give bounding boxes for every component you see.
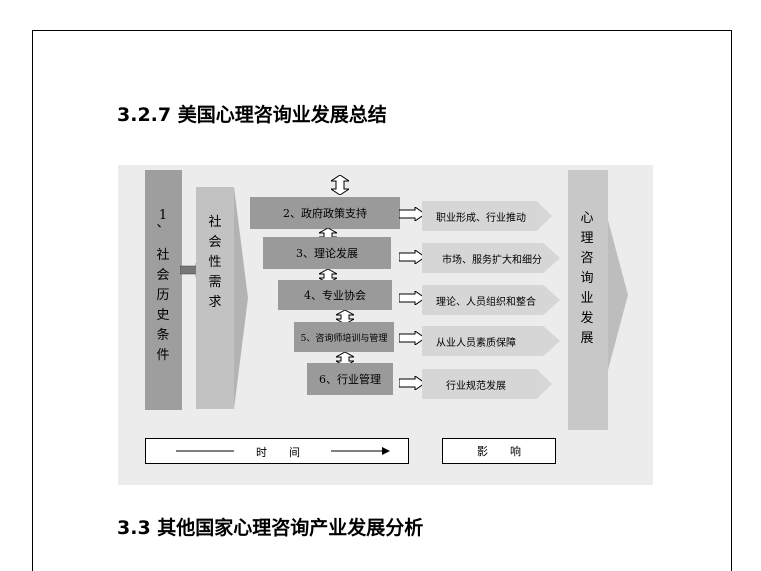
double-arrow-icon <box>336 310 354 324</box>
right-col-char-6: 展 <box>580 331 594 346</box>
social-history-column: 1 、 社 会 历 史 条 件 <box>145 170 182 410</box>
right-arrow-icon <box>399 331 425 345</box>
right-col-char-4: 业 <box>580 291 594 306</box>
right-arrow-icon <box>399 291 425 305</box>
double-arrow-icon <box>319 269 337 283</box>
influence-label: 影 响 <box>477 445 521 458</box>
left-col-char-6: 条 <box>156 328 170 343</box>
right-col-char-5: 发 <box>580 311 594 326</box>
demand-col-char-3: 需 <box>208 275 222 290</box>
social-demand-column: 社 会 性 需 求 <box>196 187 234 409</box>
influence-box: 影 响 <box>442 438 556 464</box>
right-col-char-1: 理 <box>580 231 594 246</box>
demand-arrow-head-icon <box>234 187 248 409</box>
time-box: 时 间 <box>145 438 409 464</box>
left-col-char-4: 历 <box>156 288 170 303</box>
left-col-char-5: 史 <box>156 308 170 323</box>
effect-arrow-1: 职业形成、行业推动 <box>422 201 552 231</box>
right-col-char-3: 询 <box>580 271 594 286</box>
right-arrow-icon <box>399 207 425 221</box>
right-col-char-0: 心 <box>580 211 594 226</box>
demand-col-char-0: 社 <box>208 215 222 230</box>
effect-arrow-3: 理论、人员组织和整合 <box>422 285 560 315</box>
factor-box-1: 2、政府政策支持 <box>250 197 400 229</box>
time-arrow-icon <box>176 447 390 455</box>
right-arrow-icon <box>399 250 425 264</box>
left-col-char-1: 、 <box>156 216 170 231</box>
development-arrow-head-icon <box>608 220 628 370</box>
effect-arrow-5: 行业规范发展 <box>422 369 552 399</box>
left-col-char-0: 1 <box>158 208 168 223</box>
section-heading-33: 3.3 其他国家心理咨询产业发展分析 <box>117 517 424 539</box>
demand-col-char-4: 求 <box>208 295 222 310</box>
left-col-char-7: 件 <box>156 348 170 363</box>
factor-box-5: 6、行业管理 <box>307 363 393 395</box>
factor-box-3: 4、专业协会 <box>278 280 392 310</box>
section-heading-327: 3.2.7 美国心理咨询业发展总结 <box>117 104 387 126</box>
factor-box-4: 5、咨询师培训与管理 <box>294 322 394 352</box>
factor-box-2: 3、理论发展 <box>263 237 391 269</box>
left-col-char-2: 社 <box>156 248 170 263</box>
left-col-char-3: 会 <box>156 268 170 283</box>
demand-col-char-2: 性 <box>208 255 222 270</box>
demand-col-char-1: 会 <box>208 235 222 250</box>
effect-arrow-2: 市场、服务扩大和细分 <box>422 243 560 273</box>
time-label: 时 间 <box>256 446 300 459</box>
development-diagram: 1 、 社 会 历 史 条 件 社 会 性 需 求 2、政府政策支持 3、理论发… <box>118 165 653 485</box>
right-col-char-2: 咨 <box>580 251 594 266</box>
right-arrow-icon <box>399 376 425 390</box>
counseling-development-column: 心 理 咨 询 业 发 展 <box>568 170 608 430</box>
double-arrow-icon <box>336 352 354 366</box>
effect-arrow-4: 从业人员素质保障 <box>422 326 560 356</box>
double-arrow-icon <box>331 175 349 195</box>
